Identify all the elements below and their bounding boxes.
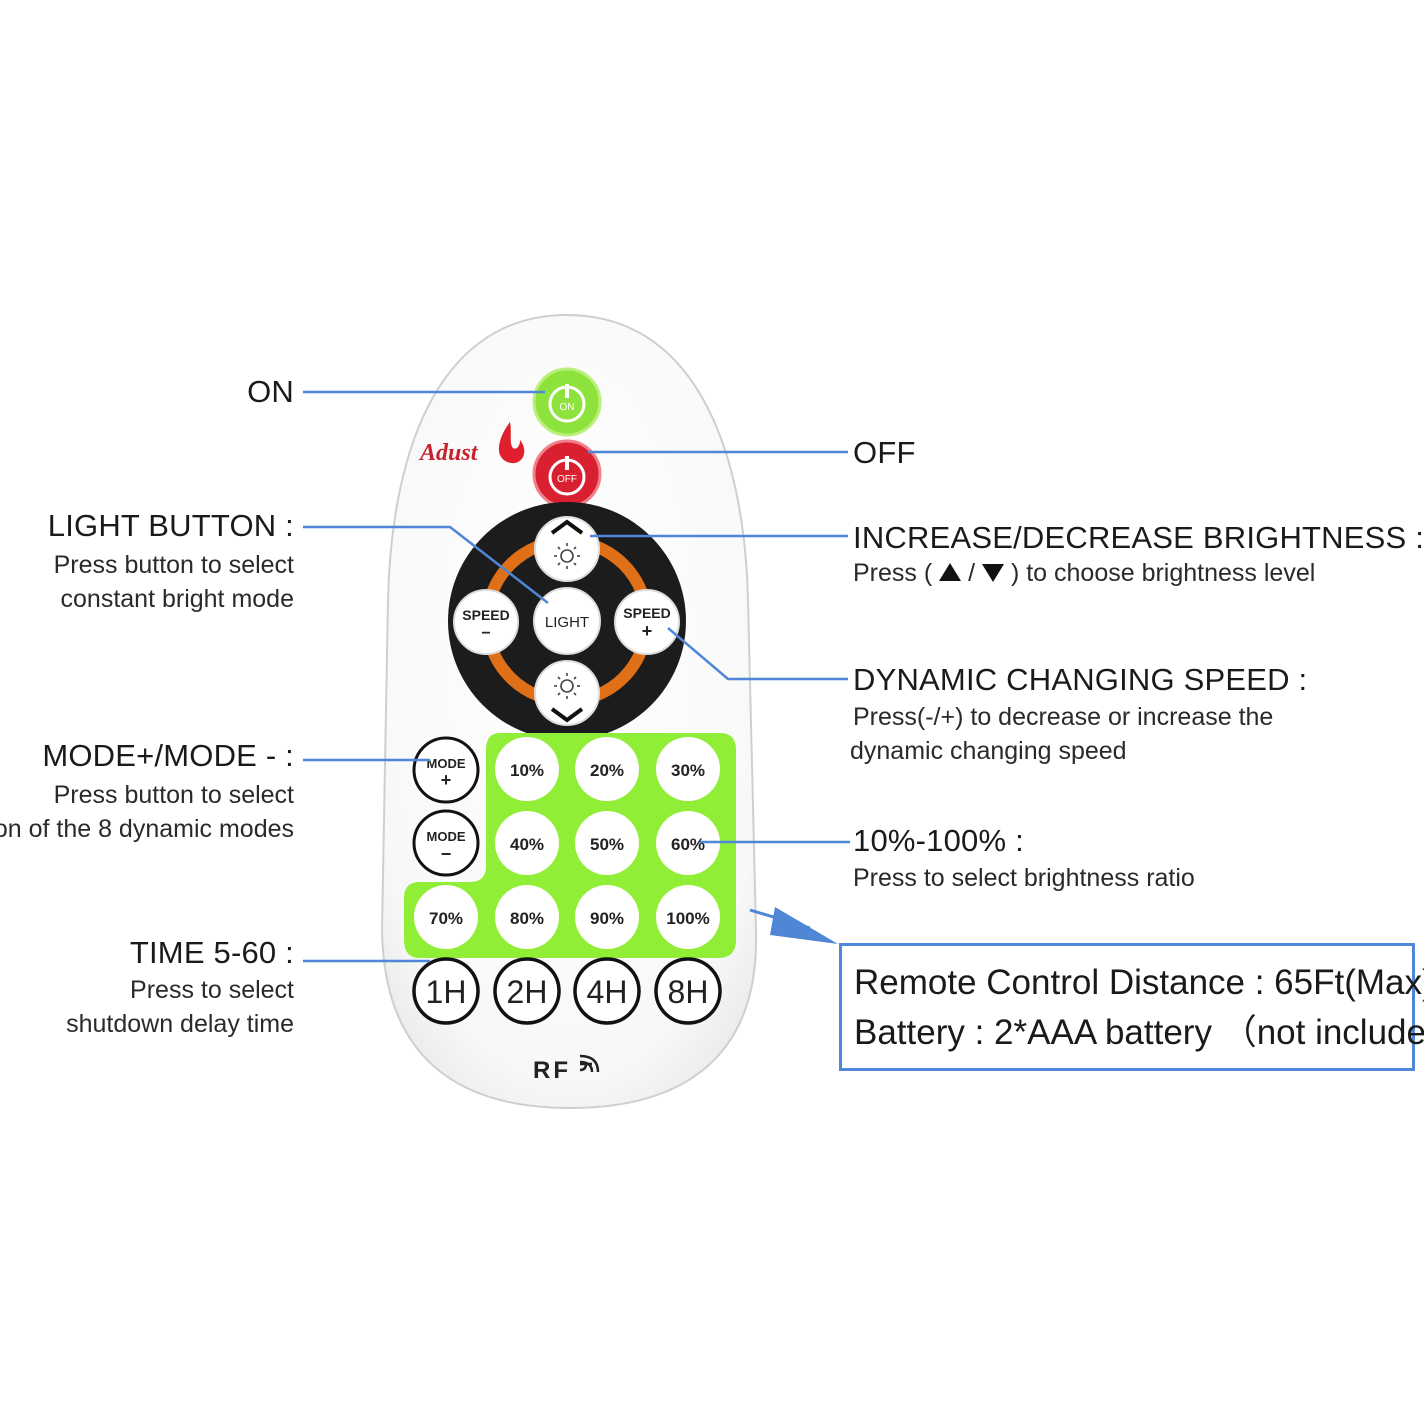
callout-percent: 10%-100% : Press to select brightness ra… bbox=[853, 823, 1195, 895]
timer-button[interactable]: 4H bbox=[573, 957, 641, 1025]
info-line-battery: Battery : 2*AAA battery （not include） bbox=[854, 1013, 1424, 1052]
percent-button[interactable]: 20% bbox=[575, 737, 639, 801]
callout-mode-desc2: on of the 8 dynamic modes bbox=[0, 815, 294, 843]
triangle-down-icon bbox=[982, 564, 1004, 583]
callout-light: LIGHT BUTTON : Press button to select co… bbox=[48, 508, 294, 616]
callout-time: TIME 5-60 : Press to select shutdown del… bbox=[66, 935, 294, 1041]
callout-brightness: INCREASE/DECREASE BRIGHTNESS : Press ( /… bbox=[853, 520, 1424, 590]
triangle-up-icon bbox=[939, 563, 962, 582]
percent-button[interactable]: 70% bbox=[414, 885, 478, 949]
mode-minus-sign: − bbox=[441, 844, 452, 864]
wireless-signal-icon bbox=[579, 1054, 600, 1073]
on-button-label: ON bbox=[560, 402, 575, 413]
brand-logo: Adust bbox=[418, 440, 479, 466]
percent-button-label: 30% bbox=[671, 761, 705, 780]
callout-mode: MODE+/MODE - : Press button to select on… bbox=[0, 738, 294, 846]
timer-button[interactable]: 2H bbox=[493, 957, 561, 1025]
percent-button-label: 80% bbox=[510, 909, 544, 928]
callout-light-desc1: Press button to select bbox=[53, 551, 294, 579]
rf-label: RF bbox=[533, 1057, 571, 1084]
brightness-desc-after: ) to choose brightness level bbox=[1010, 559, 1316, 587]
light-button[interactable]: LIGHT bbox=[533, 587, 601, 655]
brightness-up-button[interactable] bbox=[534, 516, 600, 582]
percent-panel bbox=[404, 733, 736, 958]
percent-button-label: 40% bbox=[510, 835, 544, 854]
callout-percent-desc1: Press to select brightness ratio bbox=[853, 864, 1195, 892]
mode-plus-sign: + bbox=[441, 770, 452, 790]
callout-brightness-desc: Press ( / ) to choose brightness level bbox=[853, 556, 1424, 590]
mode-plus-button[interactable]: MODE + bbox=[412, 736, 480, 804]
callout-light-title: LIGHT BUTTON : bbox=[47, 508, 294, 543]
timer-button-label: 2H bbox=[507, 974, 548, 1010]
callout-off-title: OFF bbox=[853, 435, 916, 470]
brightness-desc-sep: / bbox=[968, 559, 976, 587]
percent-button-label: 10% bbox=[510, 761, 544, 780]
on-button[interactable]: ON bbox=[532, 367, 602, 437]
mode-minus-label: MODE bbox=[427, 829, 466, 844]
percent-button-label: 60% bbox=[671, 835, 705, 854]
brightness-down-button[interactable] bbox=[534, 660, 600, 726]
percent-button-label: 70% bbox=[429, 909, 463, 928]
speed-plus-sign: + bbox=[642, 621, 653, 641]
callout-speed-title: DYNAMIC CHANGING SPEED : bbox=[853, 662, 1308, 697]
callout-speed-desc2: dynamic changing speed bbox=[850, 737, 1127, 765]
callout-brightness-title: INCREASE/DECREASE BRIGHTNESS : bbox=[853, 520, 1424, 555]
percent-button[interactable]: 30% bbox=[656, 737, 720, 801]
timer-button-label: 4H bbox=[587, 974, 628, 1010]
pointer-arrow bbox=[749, 907, 838, 944]
percent-button[interactable]: 10% bbox=[495, 737, 559, 801]
sun-icon bbox=[554, 673, 580, 699]
percent-button-label: 50% bbox=[590, 835, 624, 854]
brightness-desc-before: Press ( bbox=[853, 559, 933, 587]
percent-button-label: 90% bbox=[590, 909, 624, 928]
percent-button[interactable]: 50% bbox=[575, 811, 639, 875]
sun-icon bbox=[554, 543, 580, 569]
percent-button[interactable]: 40% bbox=[495, 811, 559, 875]
callout-on-title: ON bbox=[247, 374, 294, 409]
timer-button-label: 8H bbox=[668, 974, 709, 1010]
off-button-label: OFF bbox=[557, 474, 577, 485]
timer-button[interactable]: 8H bbox=[654, 957, 722, 1025]
callout-light-desc2: constant bright mode bbox=[60, 585, 294, 613]
leader-line-light bbox=[303, 525, 549, 604]
info-box: Remote Control Distance : 65Ft(Max) Batt… bbox=[839, 943, 1424, 1071]
speed-plus-label: SPEED bbox=[623, 605, 670, 621]
leader-line-speed bbox=[667, 627, 848, 681]
speed-minus-button[interactable]: SPEED − bbox=[453, 589, 519, 655]
percent-button[interactable]: 90% bbox=[575, 885, 639, 949]
speed-plus-button[interactable]: SPEED + bbox=[614, 589, 680, 655]
callout-speed: DYNAMIC CHANGING SPEED : Press(-/+) to d… bbox=[850, 662, 1308, 768]
light-button-label: LIGHT bbox=[545, 614, 589, 631]
flame-icon bbox=[498, 422, 525, 464]
callout-mode-desc1: Press button to select bbox=[53, 781, 294, 809]
percent-button-label: 100% bbox=[666, 909, 709, 928]
timer-button-label: 1H bbox=[426, 974, 467, 1010]
leader-lines bbox=[303, 390, 850, 963]
info-line-distance: Remote Control Distance : 65Ft(Max) bbox=[854, 963, 1424, 1002]
callout-time-desc2: shutdown delay time bbox=[66, 1010, 294, 1038]
callout-mode-title: MODE+/MODE - : bbox=[42, 738, 294, 773]
percent-button[interactable]: 100% bbox=[656, 885, 720, 949]
callout-time-desc1: Press to select bbox=[130, 976, 294, 1004]
callout-time-title: TIME 5-60 : bbox=[129, 935, 294, 970]
percent-button-label: 20% bbox=[590, 761, 624, 780]
speed-minus-sign: − bbox=[481, 625, 490, 642]
percent-button[interactable]: 60% bbox=[656, 811, 720, 875]
percent-button[interactable]: 80% bbox=[495, 885, 559, 949]
speed-minus-label: SPEED bbox=[462, 607, 509, 623]
off-button[interactable]: OFF bbox=[532, 439, 602, 509]
callout-percent-title: 10%-100% : bbox=[853, 823, 1024, 858]
mode-minus-button[interactable]: MODE − bbox=[412, 809, 480, 877]
mode-plus-label: MODE bbox=[427, 756, 466, 771]
callout-speed-desc1: Press(-/+) to decrease or increase the bbox=[853, 703, 1274, 731]
timer-button[interactable]: 1H bbox=[412, 957, 480, 1025]
